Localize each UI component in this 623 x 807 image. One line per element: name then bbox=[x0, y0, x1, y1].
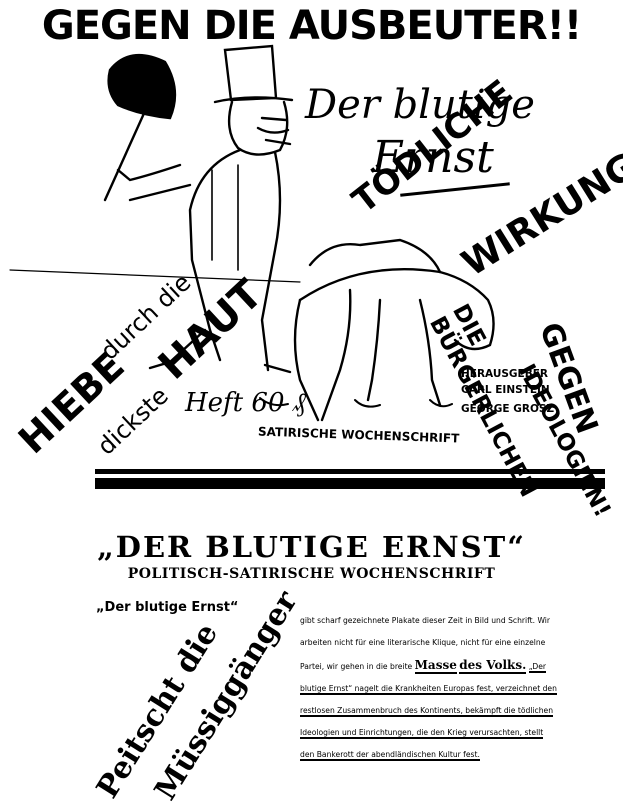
executioner-body bbox=[188, 148, 282, 372]
editor-grosz: GEORGE GROSZ bbox=[461, 403, 555, 415]
logo-der-blutige: Der blutige bbox=[305, 82, 535, 128]
ad-line-2: Wir arbeiten nicht für eine literarische… bbox=[300, 616, 551, 671]
ad-masse: Masse bbox=[414, 658, 457, 674]
ad-line-1: gibt scharf gezeichnete Plakate dieser Z… bbox=[300, 616, 536, 625]
ad-body-text: gibt scharf gezeichnete Plakate dieser Z… bbox=[300, 610, 558, 766]
poster-headline: GEGEN DIE AUSBEUTER!! bbox=[41, 3, 582, 49]
executioner-head bbox=[227, 100, 289, 156]
editor-einstein: CARL EINSTEIN bbox=[461, 384, 550, 396]
ad-subtitle: POLITISCH-SATIRISCHE WOCHENSCHRIFT bbox=[127, 566, 496, 582]
ad-line-3: „Der blutige Ernst“ nagelt die Krankheit… bbox=[300, 662, 557, 761]
ad-left-label: „Der blutige Ernst“ bbox=[96, 600, 239, 615]
logo-ernst: Ernst bbox=[372, 132, 494, 183]
publisher-label: HERAUSGEBER bbox=[461, 368, 548, 380]
issue-price: Heft 60 ₰ bbox=[185, 388, 306, 418]
top-hat bbox=[213, 44, 294, 104]
kneeling-figure bbox=[298, 268, 495, 351]
axe-handle bbox=[103, 98, 152, 202]
caricature-drawing bbox=[9, 44, 495, 422]
ad-title: „DER BLUTIGE ERNST“ bbox=[97, 530, 526, 564]
axe-blade bbox=[107, 53, 177, 120]
divider-thick bbox=[95, 478, 605, 489]
ad-volks: des Volks. bbox=[459, 658, 527, 674]
divider-thin bbox=[95, 469, 605, 474]
